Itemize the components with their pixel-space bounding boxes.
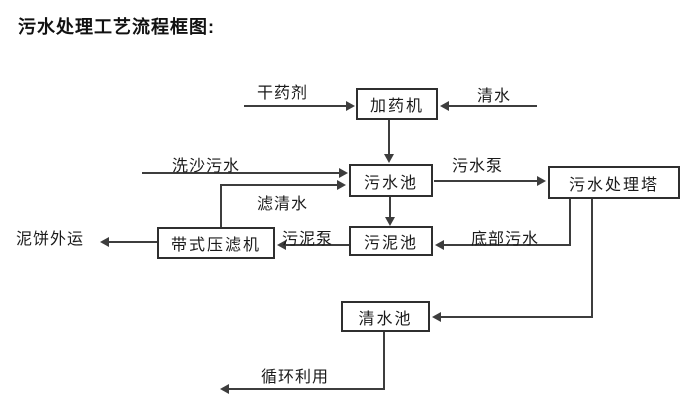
node-clean-water-pool: 清水池 (341, 301, 430, 332)
flow-label-sewage-pump: 污水泵 (452, 158, 504, 175)
flow-line-bottom-sewage (444, 244, 571, 246)
node-sludge-pool: 污泥池 (349, 226, 433, 256)
arrowhead-left-icon (440, 101, 449, 111)
flow-line-dosing-to-sewage (388, 120, 390, 154)
flow-line-recycling-vertical (383, 332, 385, 389)
arrowhead-left-icon (432, 312, 441, 322)
flow-line-sand-washing-sewage (142, 172, 339, 174)
flow-label-sludge-pump: 污泥泵 (282, 231, 334, 248)
arrowhead-left-icon (100, 237, 109, 247)
arrowhead-right-icon (339, 168, 348, 178)
flow-label-filtered-water: 滤清水 (257, 196, 309, 213)
arrowhead-right-icon (537, 176, 546, 186)
flow-label-clean-water: 清水 (477, 88, 512, 105)
arrowhead-right-icon (346, 101, 355, 111)
flow-line-tower-to-clean-vertical (591, 199, 593, 317)
node-sewage-pool: 污水池 (349, 164, 433, 197)
flow-line-bottom-sewage-vertical (569, 199, 571, 245)
flow-line-filtered-water-vertical (220, 185, 222, 227)
flow-label-bottom-sewage: 底部污水 (471, 231, 540, 248)
arrowhead-left-icon (435, 240, 444, 250)
flow-line-clean-water (449, 105, 537, 107)
flow-line-mud-cake (109, 241, 157, 243)
arrowhead-down-icon (385, 217, 395, 226)
flow-line-tower-to-clean (441, 316, 593, 318)
flow-label-mud-cake-shipping: 泥饼外运 (16, 231, 85, 248)
flow-line-sewage-to-sludge (389, 197, 391, 218)
node-dosing-machine: 加药机 (356, 88, 438, 120)
node-belt-filter-press: 带式压滤机 (157, 227, 275, 259)
arrowhead-down-icon (384, 154, 394, 163)
flow-label-dry-agent: 干药剂 (257, 85, 309, 102)
page-title: 污水处理工艺流程框图: (18, 17, 215, 37)
flow-line-filtered-water (220, 184, 337, 186)
flow-line-dry-agent (244, 105, 346, 107)
node-sewage-treatment-tower: 污水处理塔 (548, 166, 680, 199)
flow-label-recycling: 循环利用 (261, 369, 330, 386)
flow-line-recycling (229, 388, 385, 390)
arrowhead-left-icon (220, 384, 229, 394)
flow-line-sewage-pump (434, 180, 537, 182)
flow-label-sand-washing-sewage: 洗沙污水 (172, 158, 241, 175)
flow-line-sludge-pump (286, 244, 349, 246)
arrowhead-right-icon (337, 180, 346, 190)
arrowhead-left-icon (277, 240, 286, 250)
